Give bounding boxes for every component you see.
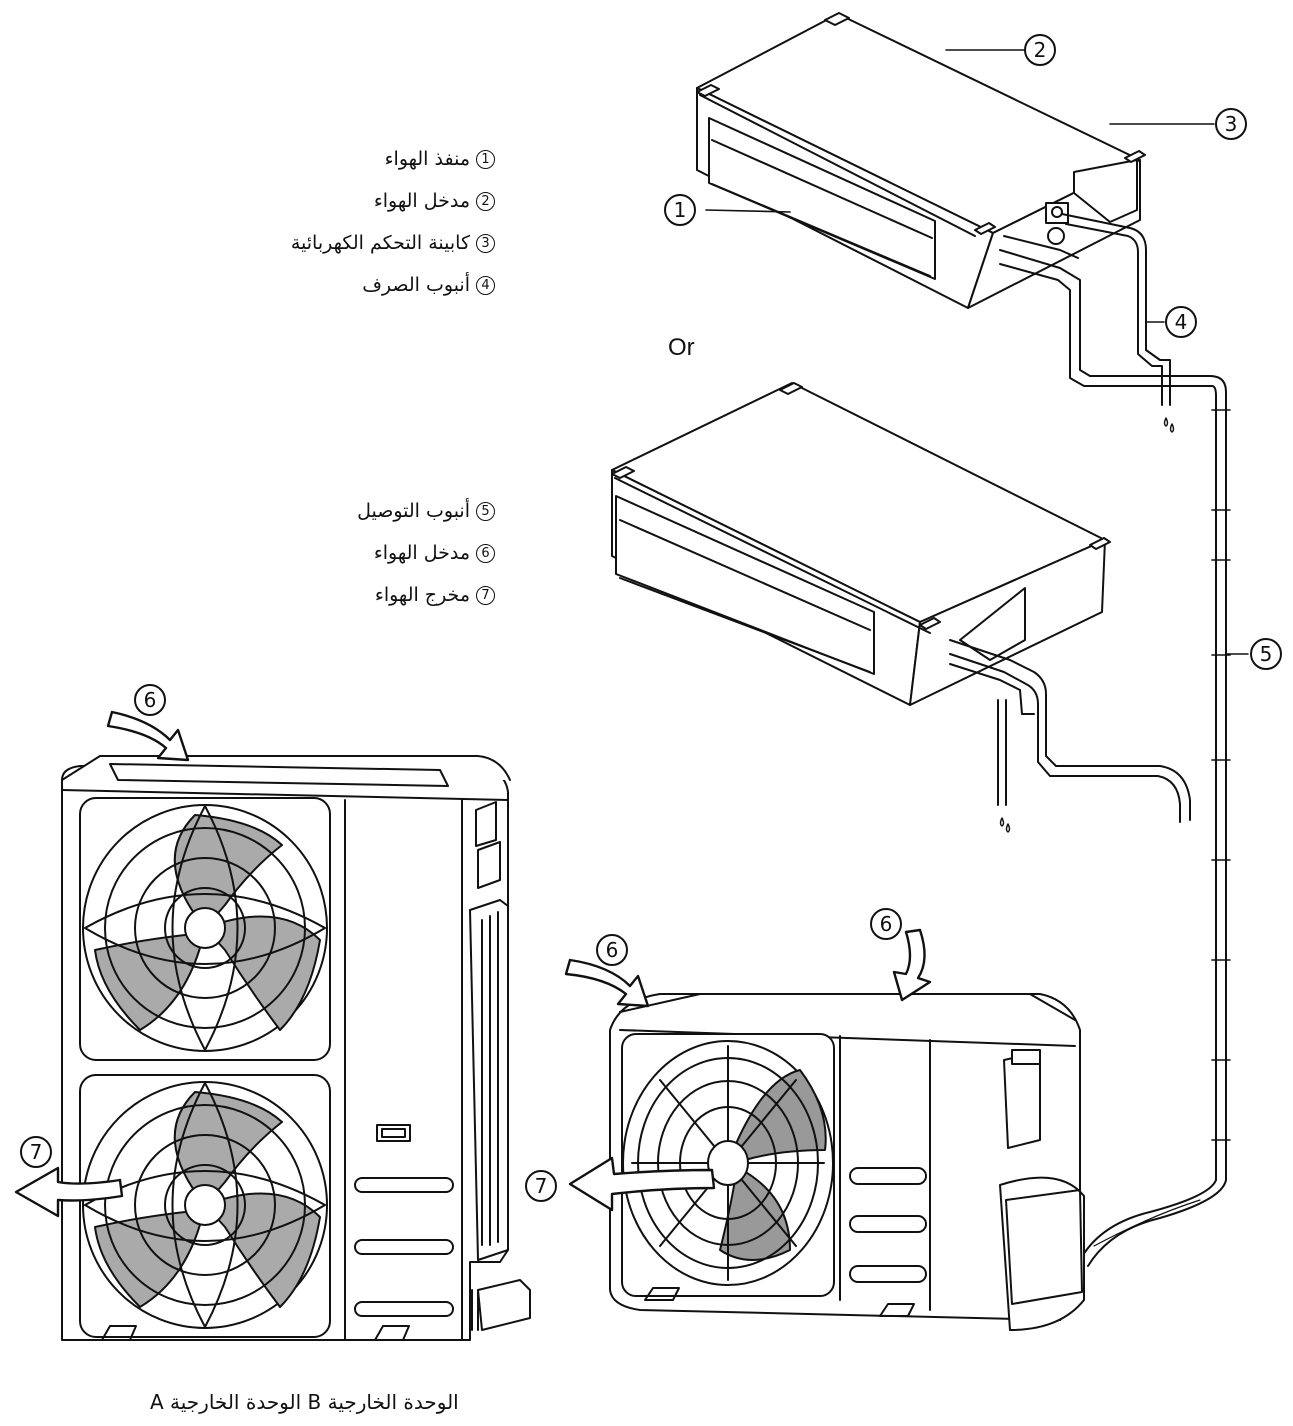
svg-text:6: 6 xyxy=(144,688,157,712)
callouts: 1 2 3 4 5 6 6 6 7 7 xyxy=(20,34,1282,1202)
legend-top: 1 منفذ الهواء 2 مدخل الهواء 3 كابينة الت… xyxy=(195,150,495,300)
callout-4: 4 xyxy=(1165,306,1197,338)
callout-7b: 7 xyxy=(525,1170,557,1202)
svg-text:6: 6 xyxy=(880,912,893,936)
legend-bottom: 5 أنبوب التوصيل 6 مدخل الهواء 7 مخرج اله… xyxy=(195,502,495,612)
refrigerant-pipes-top xyxy=(999,213,1227,1181)
legend-item-6: 6 مدخل الهواء xyxy=(374,544,495,563)
arrow-exhaust-b xyxy=(568,1156,716,1212)
legend-number: 5 xyxy=(476,502,495,521)
legend-text: مخرج الهواء xyxy=(374,584,470,606)
arrow-exhaust-a xyxy=(14,1166,124,1218)
indoor-unit-middle xyxy=(611,382,1111,706)
svg-text:2: 2 xyxy=(1034,38,1047,62)
legend-number: 6 xyxy=(476,544,495,563)
callout-7a: 7 xyxy=(20,1136,52,1168)
callout-1: 1 xyxy=(664,194,696,226)
fan-a-top xyxy=(82,804,328,1052)
legend-text: كابينة التحكم الكهربائية xyxy=(290,232,470,254)
fan-b xyxy=(622,1040,834,1286)
svg-text:5: 5 xyxy=(1260,642,1273,666)
legend-item-2: 2 مدخل الهواء xyxy=(374,192,495,211)
callout-2: 2 xyxy=(1024,34,1056,66)
callout-lines xyxy=(705,49,1249,655)
connection-tube xyxy=(1079,409,1231,1267)
callout-3: 3 xyxy=(1215,108,1247,140)
legend-number: 2 xyxy=(476,192,495,211)
arrow-intake-b-top xyxy=(892,928,932,1002)
callout-6a: 6 xyxy=(134,684,166,716)
svg-text:3: 3 xyxy=(1225,112,1238,136)
legend-number: 1 xyxy=(476,150,495,169)
legend-text: منفذ الهواء xyxy=(384,148,470,170)
legend-number: 3 xyxy=(476,234,495,253)
legend-text: مدخل الهواء xyxy=(373,190,470,212)
arrow-intake-a xyxy=(106,710,190,762)
legend-item-4: 4 أنبوب الصرف xyxy=(362,276,495,295)
fan-a-bottom xyxy=(82,1081,328,1329)
svg-text:7: 7 xyxy=(30,1140,43,1164)
callout-5: 5 xyxy=(1250,638,1282,670)
legend-item-3: 3 كابينة التحكم الكهربائية xyxy=(291,234,495,253)
indoor-unit-top xyxy=(696,12,1146,309)
callout-6b: 6 xyxy=(596,934,628,966)
legend-item-1: 1 منفذ الهواء xyxy=(385,150,495,169)
legend-text: أنبوب التوصيل xyxy=(357,500,470,522)
callout-6c: 6 xyxy=(870,908,902,940)
svg-text:4: 4 xyxy=(1175,310,1188,334)
arrow-intake-b-left xyxy=(564,958,650,1008)
legend-item-5: 5 أنبوب التوصيل xyxy=(357,502,495,521)
legend-number: 4 xyxy=(476,276,495,295)
refrigerant-pipes-middle xyxy=(949,639,1191,823)
svg-text:7: 7 xyxy=(535,1174,548,1198)
drain-drops-middle xyxy=(999,817,1011,833)
legend-item-7: 7 مخرج الهواء xyxy=(375,586,495,605)
svg-text:6: 6 xyxy=(606,938,619,962)
legend-text: مدخل الهواء xyxy=(373,542,470,564)
svg-text:1: 1 xyxy=(674,198,687,222)
or-label: Or xyxy=(668,334,695,361)
airflow-arrows xyxy=(14,710,932,1218)
units-caption: الوحدة الخارجية B الوحدة الخارجية A xyxy=(150,1390,459,1414)
drain-drops-top xyxy=(1163,417,1175,433)
legend-text: أنبوب الصرف xyxy=(362,274,470,296)
legend-number: 7 xyxy=(476,586,495,605)
